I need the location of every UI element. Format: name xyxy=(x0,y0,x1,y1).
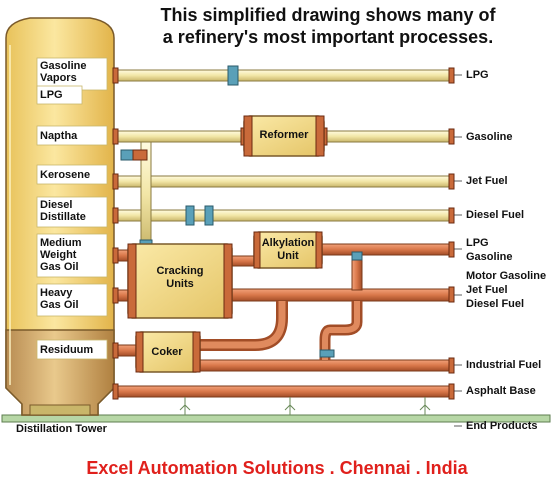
pipe-motor-gasoline xyxy=(231,288,455,302)
product-diesel-fuel: Diesel Fuel xyxy=(466,209,525,221)
copper-pipes xyxy=(113,243,455,398)
ground-base xyxy=(1,414,551,423)
product-crack-diesel-fuel: Diesel Fuel xyxy=(466,298,525,310)
unit-coker-label: Coker xyxy=(151,346,183,358)
product-alky-lpg: LPG xyxy=(466,237,489,249)
coker-unit xyxy=(135,331,201,373)
fraction-residuum: Residuum xyxy=(40,344,94,356)
fraction-lpg: LPG xyxy=(40,89,63,101)
pipe-gasoline xyxy=(323,130,455,143)
alkylation-unit xyxy=(253,231,323,269)
product-end-products: End Products xyxy=(466,420,538,432)
pipe-asphalt xyxy=(113,385,455,398)
pipe-diesel xyxy=(113,209,455,222)
unit-reformer-label: Reformer xyxy=(259,129,309,141)
product-asphalt-base: Asphalt Base xyxy=(466,385,536,397)
pipe-alky-lpg xyxy=(319,243,455,256)
pipe-supports xyxy=(179,397,431,415)
product-leaders xyxy=(454,74,462,427)
product-lpg: LPG xyxy=(466,69,489,81)
product-crack-jet-fuel: Jet Fuel xyxy=(466,284,508,296)
product-gasoline: Gasoline xyxy=(466,131,513,143)
diagram-title-line1: This simplified drawing shows many of xyxy=(160,5,496,25)
cream-pipes xyxy=(113,69,455,248)
cracking-units xyxy=(127,243,233,319)
pipe-naptha xyxy=(113,130,245,143)
pipe-lpg xyxy=(113,69,455,82)
pipe-industrial-fuel xyxy=(199,359,455,372)
footer-credit: Excel Automation Solutions . Chennai . I… xyxy=(86,458,468,478)
pipe-jet-fuel xyxy=(113,175,455,188)
product-jet-fuel: Jet Fuel xyxy=(466,175,508,187)
product-alky-gasoline: Gasoline xyxy=(466,251,513,263)
distillation-tower-label: Distillation Tower xyxy=(16,423,107,435)
fraction-kerosene: Kerosene xyxy=(40,169,91,181)
flange-icon xyxy=(112,67,455,400)
tower-label-plates xyxy=(36,57,108,360)
diagram-title-line2: a refinery's most important processes. xyxy=(162,27,494,47)
product-motor-gasoline: Motor Gasoline xyxy=(466,270,547,282)
reformer-unit xyxy=(243,115,325,157)
product-industrial-fuel: Industrial Fuel xyxy=(466,359,542,371)
fraction-naptha: Naptha xyxy=(40,130,78,142)
